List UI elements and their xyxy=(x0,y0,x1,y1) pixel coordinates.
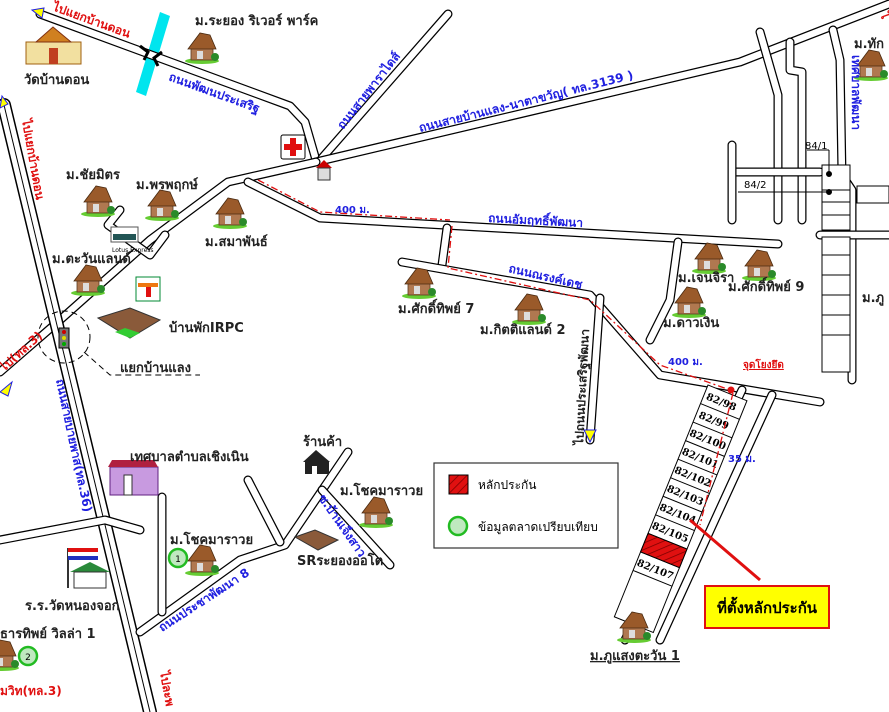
road-amarit xyxy=(243,177,783,249)
legend-comparable-icon xyxy=(447,515,469,537)
house-icon xyxy=(212,197,248,230)
direction-hwy3: ไป(ทล.3) xyxy=(0,328,45,376)
seven-eleven-icon xyxy=(135,276,161,302)
municipality-icon xyxy=(108,460,159,496)
label-phu: ม.ภู xyxy=(862,291,884,306)
road-label-amarit: ถนนอัมฤทธิ์พัฒนา xyxy=(488,209,584,230)
road-pracha-phatthana-8 xyxy=(0,447,395,637)
label-sakdithip-9: ม.ศักดิ์ทิพย์ 9 xyxy=(728,276,804,295)
label-chai-mit: ม.ชัยมิตร xyxy=(66,168,120,183)
road-paradise xyxy=(317,9,453,163)
hospital-icon xyxy=(280,134,306,160)
label-phon-phruk: ม.พรพฤกษ์ xyxy=(136,177,198,193)
label-ban-laeng-junction: แยกบ้านแลง xyxy=(120,360,191,376)
road-to-hwy3 xyxy=(0,157,321,377)
temple-icon xyxy=(25,26,82,65)
distance-35m-label: 35 ม. xyxy=(728,454,756,465)
school-icon xyxy=(67,548,110,589)
legend-comparable-label: ข้อมูลตลาดเปรียบเทียบ xyxy=(478,520,598,535)
label-samaphan: ม.สมาพันธ์ xyxy=(205,234,268,250)
label-sr-rayong-auto: SRระยองออโต xyxy=(297,552,383,569)
house-icon xyxy=(358,496,394,529)
house-icon xyxy=(671,286,707,319)
road-label-right-soi: เทศบาลพัฒนา xyxy=(849,55,863,130)
house-icon xyxy=(741,249,777,282)
road-ban-laeng-natakhwan xyxy=(311,0,889,167)
traffic-light-icon xyxy=(37,310,91,364)
distance-route-top xyxy=(257,179,451,221)
label-shop: ร้านค้า xyxy=(303,434,342,450)
house-icon xyxy=(144,189,180,222)
label-rayong-river-park: ม.ระยอง ริเวอร์ พาร์ค xyxy=(195,13,318,29)
reference-point-marker xyxy=(727,386,735,394)
road-label-paradise: ถนนสายพาราไดส์ xyxy=(334,48,404,132)
house-icon xyxy=(70,264,106,297)
distance-400m-top: 400 ม. xyxy=(335,205,370,216)
road-bypass xyxy=(0,98,157,712)
label-chen-chira: ม.เจนจิรา xyxy=(678,271,734,286)
label-tawan-land: ม.ตะวันแลนด์ xyxy=(52,251,131,267)
irpc-house-icon xyxy=(96,307,162,339)
collateral-callout xyxy=(704,585,830,629)
comparable-number: 1 xyxy=(175,555,181,565)
label-chok-ma-ruai-2: ม.โชคมาราวย xyxy=(340,482,423,499)
tesco-lotus-icon xyxy=(110,226,139,243)
sr-auto-icon xyxy=(293,529,340,551)
plot-label-84-1: 84/1 xyxy=(805,141,827,152)
house-icon xyxy=(0,639,20,672)
distance-400m-bottom: 400 ม. xyxy=(668,357,703,368)
collateral-plot[interactable] xyxy=(639,532,688,569)
house-icon xyxy=(401,267,437,300)
label-sakdithip-7: ม.ศักดิ์ทิพย์ 7 xyxy=(398,298,474,317)
direction-bottom: ไปละพ xyxy=(157,668,178,707)
house-icon xyxy=(691,242,727,275)
comparable-marker-2[interactable]: 2 xyxy=(17,645,39,667)
house-icon xyxy=(184,32,220,65)
plot-label-84-2: 84/2 xyxy=(744,180,766,191)
house-icon xyxy=(80,185,116,218)
arrow-icon xyxy=(0,7,597,444)
label-tharathip-villa: ธารทิพย์ วิลล่า 1 xyxy=(0,626,96,642)
house-icon xyxy=(511,293,547,326)
legend-collateral-label: หลักประกัน xyxy=(478,478,537,492)
label-kitti-land-2: ม.กิตติแลนด์ 2 xyxy=(480,322,566,338)
legend: หลักประกัน ข้อมูลตลาดเปรียบเทียบ xyxy=(433,462,619,549)
reference-point-label: จุดโยงยึด xyxy=(743,358,784,371)
callout-text: ที่ตั้งหลักประกัน xyxy=(717,596,818,617)
label-wat-ban-don: วัดบ้านดอน xyxy=(24,72,89,88)
plot-grid-right xyxy=(738,149,889,373)
comparable-number: 2 xyxy=(25,653,31,663)
road-label-ban-laeng-natakhwan: ถนนสายบ้านแลง-นาตาขวัญ( ทล.3139 ) xyxy=(417,68,634,135)
junction-leader-line xyxy=(83,351,200,376)
label-thak: ม.ทัก xyxy=(854,37,884,52)
label-tesco-lotus: Lotus Express xyxy=(112,247,154,254)
comparable-marker-1[interactable]: 1 xyxy=(167,547,189,569)
label-chok-ma-ruai-1: ม.โชคมาราวย xyxy=(170,531,253,548)
label-phu-saeng-tawan: ม.ภูแสงตะวัน 1 xyxy=(590,649,680,664)
bridge-icon xyxy=(139,44,163,67)
shrine-icon xyxy=(316,160,332,181)
road-phatthana-prasert xyxy=(35,9,321,165)
direction-sukhumvit: มวิท(ทล.3) xyxy=(0,684,62,698)
shop-icon xyxy=(303,450,330,474)
label-municipality: เทศบาลตำบลเชิงเนิน xyxy=(130,449,249,465)
label-school: ร.ร.วัดหนองจอก xyxy=(25,599,120,614)
label-dao-ngoen: ม.ดาวเงิน xyxy=(663,316,719,331)
legend-collateral-swatch xyxy=(448,474,469,495)
label-irpc-house: บ้านพักIRPC xyxy=(169,320,244,336)
house-icon xyxy=(184,544,220,577)
callout-pointer xyxy=(689,518,761,582)
